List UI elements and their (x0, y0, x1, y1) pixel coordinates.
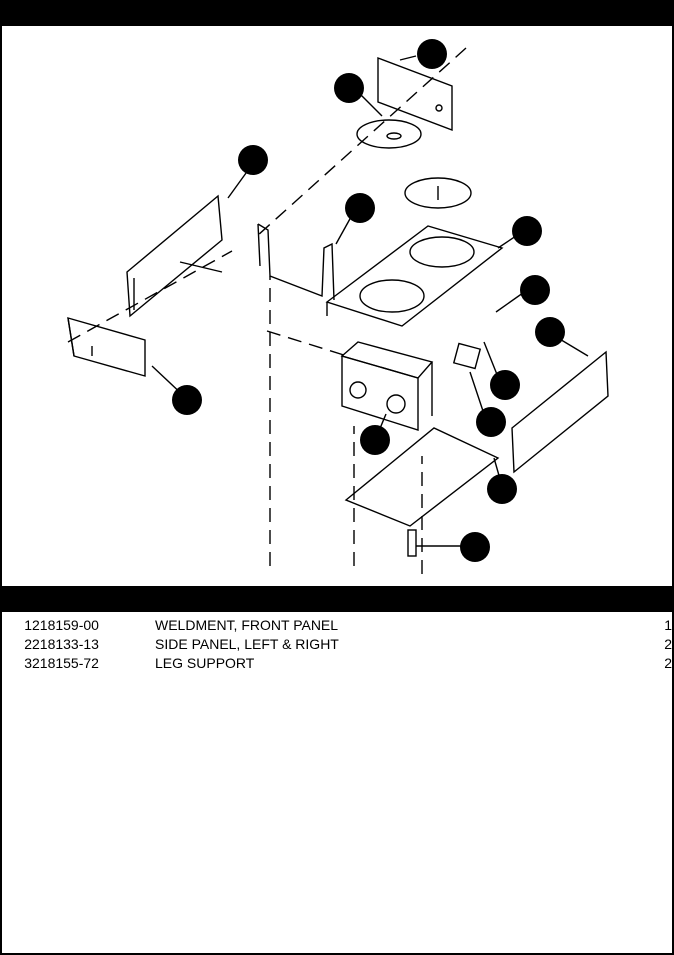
header-bar (2, 2, 672, 26)
leg (407, 529, 417, 557)
callout-marker (512, 216, 542, 246)
table-header-bar (2, 586, 672, 612)
bracket (257, 223, 335, 301)
callout-marker (490, 370, 520, 400)
exploded-view-diagram (67, 39, 609, 574)
parts-list: 1 218159-00 WELDMENT, FRONT PANEL 1 2 21… (2, 616, 672, 673)
part-description: SIDE PANEL, LEFT & RIGHT (155, 636, 339, 652)
callout-marker (520, 275, 550, 305)
part-quantity: 2 (664, 655, 672, 671)
burner-disc (404, 177, 472, 209)
table-row: 3 218155-72 LEG SUPPORT 2 (2, 654, 672, 673)
top-plate (325, 225, 504, 327)
callout-marker (460, 532, 490, 562)
item-number: 1 (24, 617, 32, 633)
switch (452, 342, 482, 370)
callout-marker (417, 39, 447, 69)
item-number: 2 (24, 636, 32, 652)
callout-marker (487, 474, 517, 504)
part-quantity: 2 (664, 636, 672, 652)
bottom-plate (344, 427, 500, 527)
leg-support-left (67, 317, 146, 377)
part-description: WELDMENT, FRONT PANEL (155, 617, 339, 633)
back-panel (377, 56, 453, 132)
part-number: 218133-13 (32, 636, 99, 652)
callout-marker (535, 317, 565, 347)
table-row: 2 218133-13 SIDE PANEL, LEFT & RIGHT 2 (2, 635, 672, 654)
side-panel-right (511, 350, 609, 474)
part-number: 218155-72 (32, 655, 99, 671)
item-number: 3 (24, 655, 32, 671)
callout-marker (238, 145, 268, 175)
side-panel-left (126, 194, 223, 318)
top-disc (356, 119, 422, 149)
callout-markers (172, 39, 565, 562)
callout-marker (476, 407, 506, 437)
callout-marker (360, 425, 390, 455)
callout-marker (345, 193, 375, 223)
part-quantity: 1 (664, 617, 672, 633)
callout-marker (172, 385, 202, 415)
callout-marker (334, 73, 364, 103)
part-number: 218159-00 (32, 617, 99, 633)
part-description: LEG SUPPORT (155, 655, 255, 671)
table-row: 1 218159-00 WELDMENT, FRONT PANEL 1 (2, 616, 672, 635)
